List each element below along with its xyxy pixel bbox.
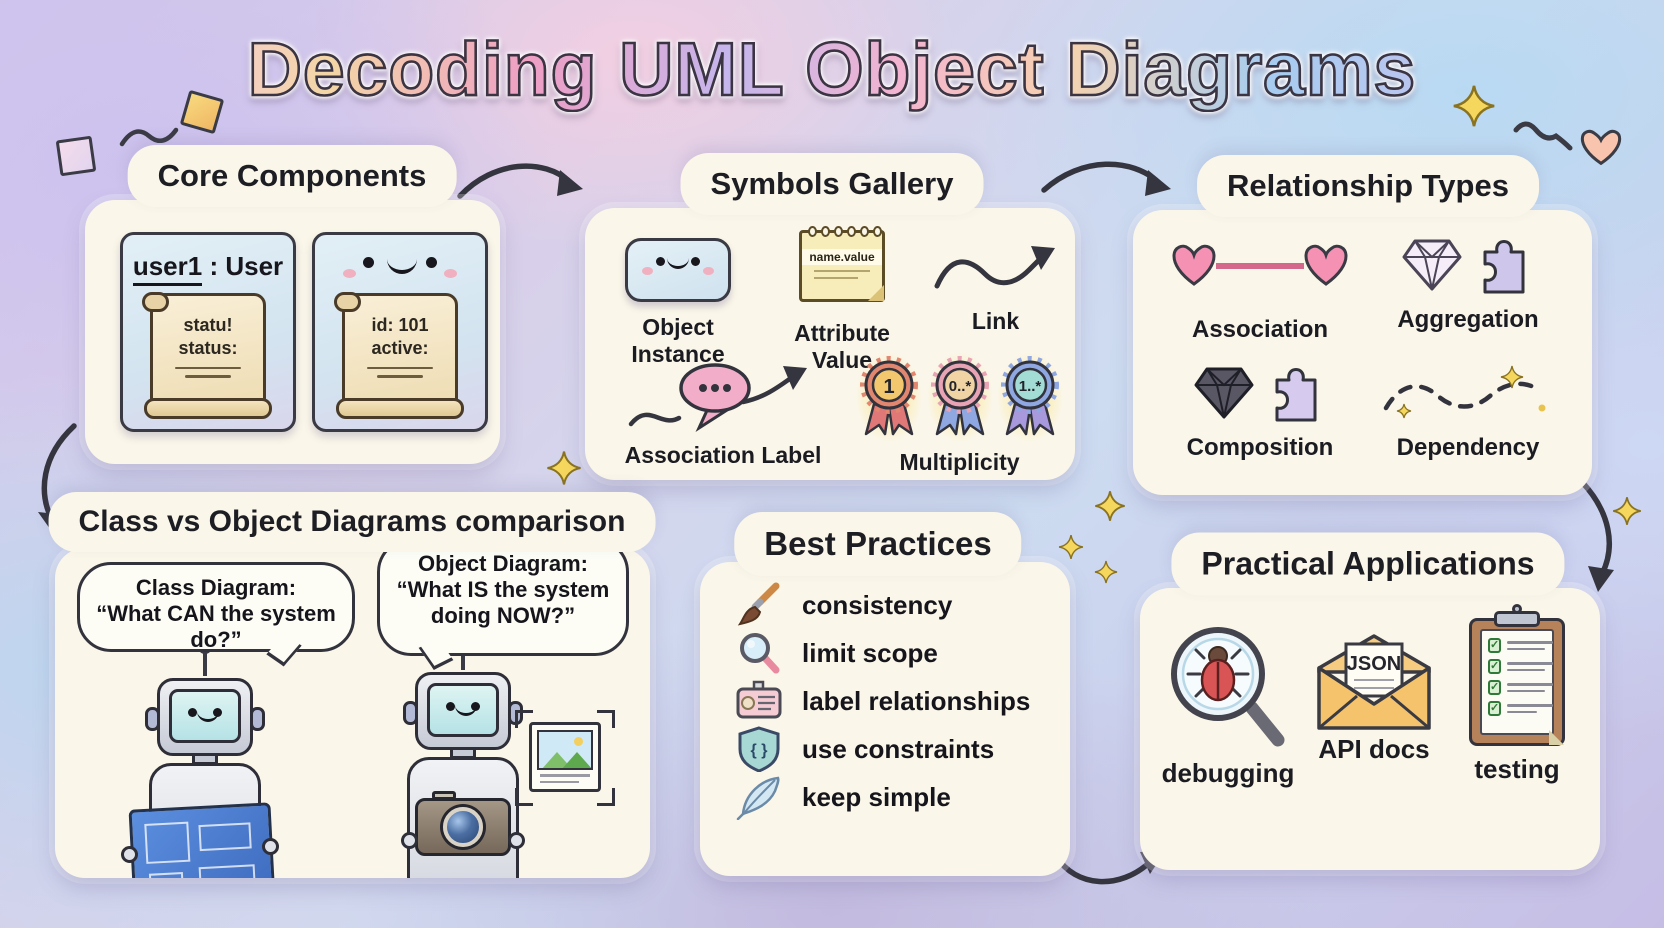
composition-label: Composition [1186,434,1334,461]
object-instance-icon [625,238,731,302]
camera-icon [415,791,511,856]
sparkle-icon [1095,491,1125,521]
relationship-types-title: Relationship Types [1197,155,1539,217]
arrow-symbols-to-relationships [1041,161,1171,196]
json-envelope-icon: JSON [1317,634,1431,730]
scroll-attributes: statu!status: [142,292,272,419]
dependency-label: Dependency [1396,434,1540,461]
polaroid-photo-icon [529,722,601,792]
testing-label: testing [1474,754,1560,784]
attribute-note-text: name.value [802,249,882,265]
object-diagram-robot [383,634,543,878]
best-practice-label: keep simple [802,781,951,812]
dependency-dashed-icon [1383,365,1546,419]
svg-text:{ }: { } [751,742,768,759]
uml-object-card-user1: user1 : User statu!status: [120,232,296,432]
paintbrush-icon [737,582,780,626]
sparkle-icon [1094,560,1118,584]
best-practice-label: label relationships [802,685,1031,716]
sparkle-icon [1058,534,1084,560]
association-label: Association [1191,316,1329,343]
photo-frame-decoration [515,710,615,806]
attribute-value-note-icon: name.value [799,226,885,302]
symbols-gallery-title: Symbols Gallery [680,153,984,215]
feather-icon [736,776,780,820]
panel-best-practices [700,562,1070,876]
svg-text:JSON: JSON [1347,653,1401,675]
aggregation-label: Aggregation [1397,306,1539,333]
practical-applications-title: Practical Applications [1171,532,1565,596]
gem-filled-icon [1194,367,1254,419]
arrow-core-to-symbols [457,163,583,199]
sparkle-icon [1613,497,1641,525]
association-label-icon [628,363,807,433]
svg-text:1..*: 1..* [1019,378,1042,395]
link-label: Link [971,308,1020,334]
squiggle-doodle-right [1513,121,1573,151]
object-diagram-speech-bubble: Object Diagram: “What IS the system doin… [377,548,629,670]
association-label-label: Association Label [624,442,822,468]
multiplicity-badge-1-star-icon: 1..* [1000,356,1059,436]
arrow-relationships-to-practical [1579,479,1614,592]
core-components-title: Core Components [127,145,457,207]
constraints-shield-icon: { } [738,726,780,772]
puzzle-piece-icon [1275,368,1317,422]
puzzle-piece-icon [1483,240,1525,294]
label-tag-icon [736,680,782,719]
blueprint-icon [128,802,276,878]
svg-text:0..*: 0..* [948,378,971,395]
checklist-clipboard-icon: ✓ ✓ ✓ ✓ [1469,604,1565,746]
best-practice-label: consistency [802,589,953,620]
sparkle-icon [547,451,581,485]
gem-outline-icon [1402,239,1462,291]
object-name: user1 : User [123,251,293,286]
best-practice-label: limit scope [802,637,938,668]
squiggle-doodle-left [119,127,179,147]
best-practices-title: Best Practices [734,512,1022,576]
multiplicity-badge-1-icon: 1 [860,356,919,436]
page-title: Decoding UML Object Diagrams [0,26,1664,113]
multiplicity-badge-0-star-icon: 0..* [930,356,989,436]
svg-text:1: 1 [883,376,894,398]
sparkle-icon [1453,85,1495,127]
bug-magnifier-icon [1171,627,1285,747]
best-practice-label: use constraints [802,733,995,764]
class-diagram-robot [121,640,285,878]
association-hearts-icon [1172,244,1348,286]
heart-doodle [1580,129,1622,166]
api-docs-label: API docs [1318,734,1430,764]
magnifier-icon [740,633,780,674]
link-wavy-arrow-icon [934,246,1055,289]
panel-comparison: Class Diagram: “What CAN the system do?”… [55,548,650,878]
square-doodle-pink [55,135,97,177]
class-diagram-speech-bubble: Class Diagram: “What CAN the system do?” [77,562,355,667]
comparison-title: Class vs Object Diagrams comparison [48,492,656,552]
debugging-label: debugging [1161,758,1295,788]
multiplicity-label: Multiplicity [899,449,1020,475]
object-instance-label: Object Instance [631,314,725,367]
